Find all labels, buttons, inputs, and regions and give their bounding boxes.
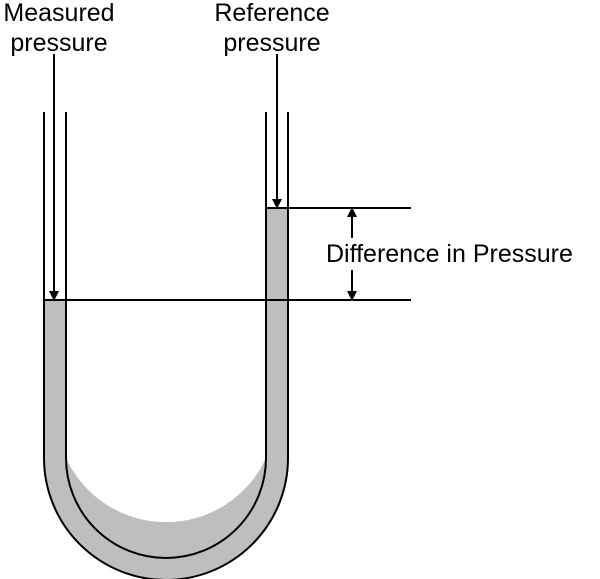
tube-outer-wall xyxy=(43,112,289,579)
tube-inner-wall xyxy=(65,112,267,559)
measured-pressure-label-line2: pressure xyxy=(10,29,107,57)
reference-pressure-label-line1: Reference xyxy=(214,0,329,27)
difference-in-pressure-label: Difference in Pressure xyxy=(326,240,573,268)
manometer-fluid xyxy=(44,208,288,579)
reference-pressure-label-line2: pressure xyxy=(223,29,320,57)
measured-pressure-label-line1: Measured xyxy=(3,0,114,27)
